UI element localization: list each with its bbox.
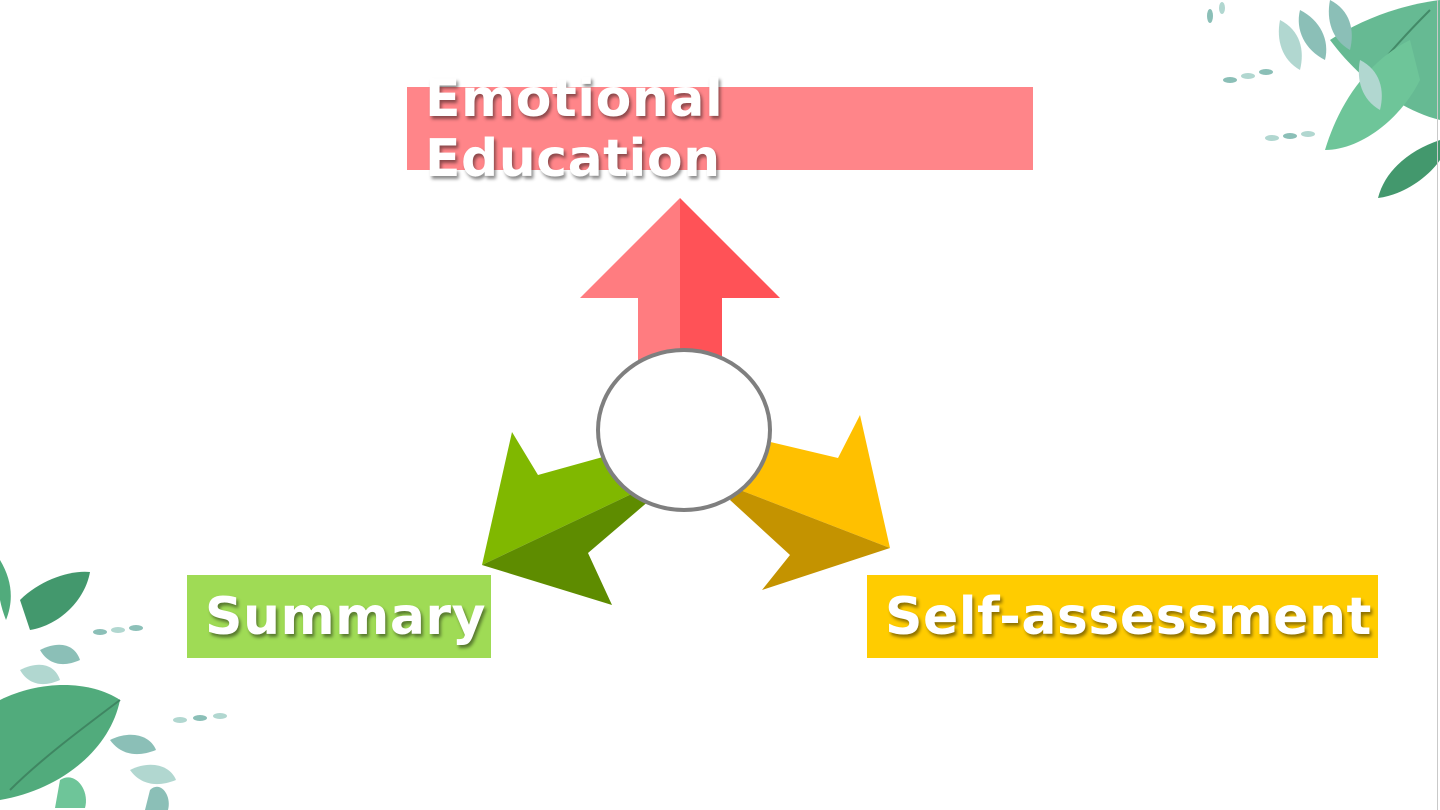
- summary-label: Summary: [187, 575, 491, 658]
- self-assessment-label: Self-assessment: [867, 575, 1378, 658]
- arrow-down-left-icon: [482, 432, 650, 605]
- emotional-education-label: Emotional Education: [407, 69, 1033, 189]
- arrow-up-icon: [580, 198, 780, 360]
- slide-edge-divider: [1437, 0, 1438, 810]
- self-assessment-text: Self-assessment: [885, 586, 1372, 647]
- summary-text: Summary: [205, 586, 486, 647]
- center-circle-icon: [596, 348, 772, 512]
- arrow-down-right-icon: [730, 415, 890, 590]
- emotional-education-text: Emotional Education: [425, 68, 724, 189]
